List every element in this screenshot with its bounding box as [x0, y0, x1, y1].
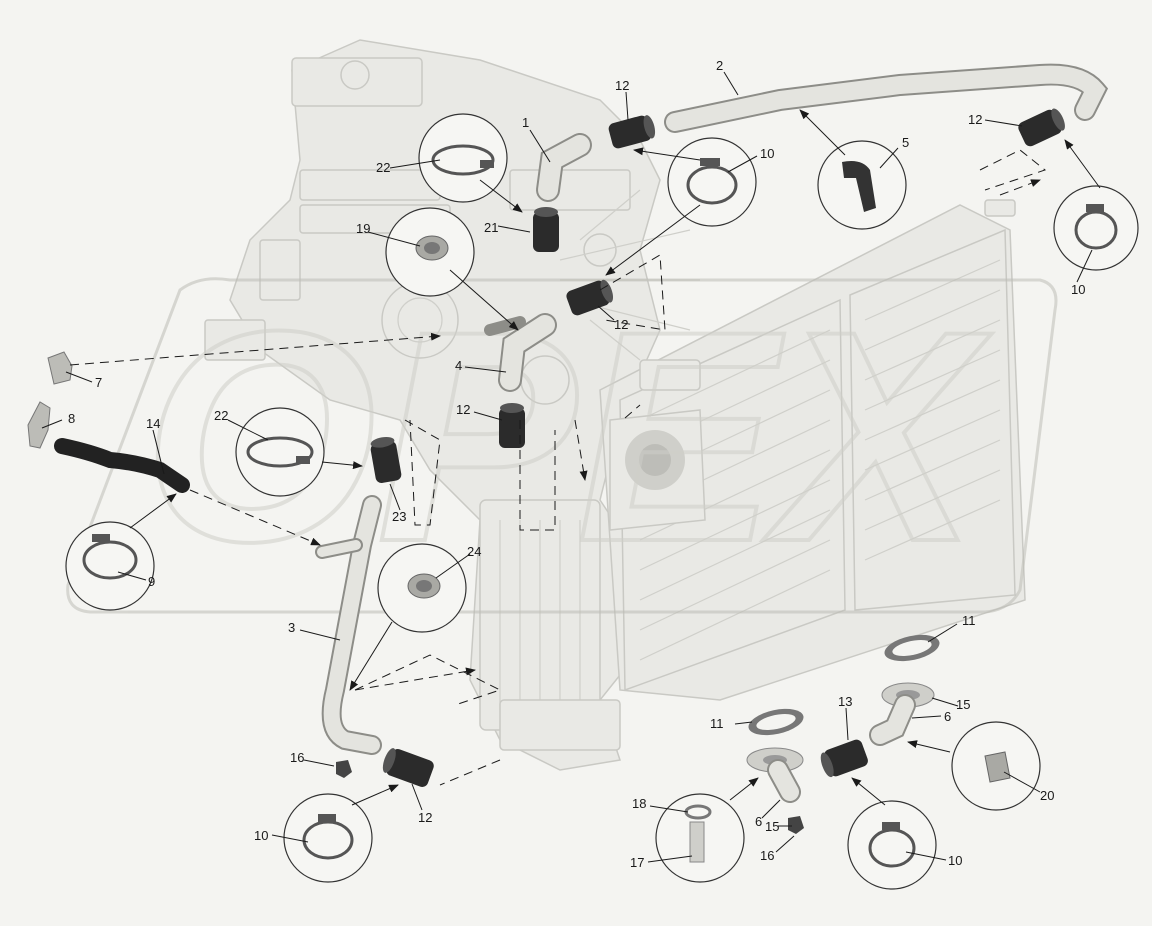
- detail-22-top: [418, 113, 508, 203]
- label-part-22-mid: 22: [214, 408, 228, 423]
- label-part-8: 8: [68, 411, 75, 426]
- coupling-13: [820, 739, 868, 778]
- label-part-23: 23: [392, 509, 406, 524]
- label-part-10-right: 10: [1071, 282, 1085, 297]
- detail-20: [951, 721, 1041, 811]
- label-part-3: 3: [288, 620, 295, 635]
- part-8-fitting: [27, 401, 51, 449]
- label-part-10-top: 10: [760, 146, 774, 161]
- coupling-12-center: [499, 403, 525, 448]
- detail-22-mid: [235, 407, 325, 497]
- label-part-12-mid: 12: [614, 317, 628, 332]
- coupling-23: [370, 436, 402, 484]
- label-part-4: 4: [455, 358, 462, 373]
- label-part-24: 24: [467, 544, 481, 559]
- label-part-5: 5: [902, 135, 909, 150]
- detail-10-top: [667, 137, 757, 227]
- label-part-6-right: 6: [944, 709, 951, 724]
- part-6-flange-bottom: [746, 747, 804, 803]
- detail-9: [65, 521, 155, 611]
- label-part-6-bottom: 6: [755, 814, 762, 829]
- coupling-21: [533, 207, 559, 252]
- label-part-21: 21: [484, 220, 498, 235]
- label-part-12-right: 12: [968, 112, 982, 127]
- part-3-lower-pipe: [315, 495, 382, 755]
- label-part-20: 20: [1040, 788, 1054, 803]
- part-6-flange-right: [869, 682, 935, 746]
- label-part-12-center: 12: [456, 402, 470, 417]
- callout-labels: 1 2 3 4 5 6 6 7 8 9 10 10 10 10 11 11 12…: [68, 58, 1085, 870]
- label-part-15-right: 15: [956, 697, 970, 712]
- label-part-22-top: 22: [376, 160, 390, 175]
- gasket-11-top: [884, 634, 940, 662]
- detail-10-bottom-right: [847, 800, 937, 890]
- part-2-upper-hose: [664, 63, 1109, 133]
- label-part-11-bottom: 11: [710, 716, 724, 731]
- label-part-17: 17: [630, 855, 644, 870]
- leader-arrows: [129, 109, 1101, 806]
- label-part-16-left: 16: [290, 750, 304, 765]
- part-14-dark-hose: [54, 438, 190, 493]
- coupling-12-right: [1018, 108, 1065, 147]
- gasket-11-bottom: [748, 708, 804, 736]
- label-part-7: 7: [95, 375, 102, 390]
- coupling-12-top: [608, 115, 656, 149]
- label-part-12-top: 12: [615, 78, 629, 93]
- label-part-10-bottom-right: 10: [948, 853, 962, 868]
- coupling-12-bottom: [382, 748, 434, 787]
- label-part-2: 2: [716, 58, 723, 73]
- detail-10-right: [1053, 185, 1139, 271]
- part-16-valve-right: [788, 816, 804, 834]
- label-part-9: 9: [148, 574, 155, 589]
- label-part-11-top: 11: [962, 613, 976, 628]
- detail-10-bottom-left: [283, 793, 373, 883]
- watermark: OPEX: [66, 266, 1058, 614]
- detail-19: [385, 207, 475, 297]
- gaskets: [748, 634, 940, 736]
- label-part-19: 19: [356, 221, 370, 236]
- detail-17-18: [655, 793, 745, 883]
- part-7-fitting: [47, 351, 73, 385]
- part-1-elbow: [536, 133, 592, 202]
- fittings: [27, 351, 935, 834]
- label-part-13: 13: [838, 694, 852, 709]
- detail-24: [377, 543, 467, 633]
- label-part-16-right: 16: [760, 848, 774, 863]
- label-part-12-bottom: 12: [418, 810, 432, 825]
- radiator: [599, 199, 1026, 701]
- assembly-dashed-lines: [69, 149, 1047, 786]
- label-part-1: 1: [522, 115, 529, 130]
- part-16-valve-left: [336, 760, 352, 778]
- label-part-10-bottom-left: 10: [254, 828, 268, 843]
- label-part-14: 14: [146, 416, 160, 431]
- label-part-18: 18: [632, 796, 646, 811]
- couplings: [370, 108, 1065, 787]
- detail-circles: [65, 113, 1139, 890]
- label-part-15-bottom: 15: [765, 819, 779, 834]
- label-leaders: [41, 71, 1093, 863]
